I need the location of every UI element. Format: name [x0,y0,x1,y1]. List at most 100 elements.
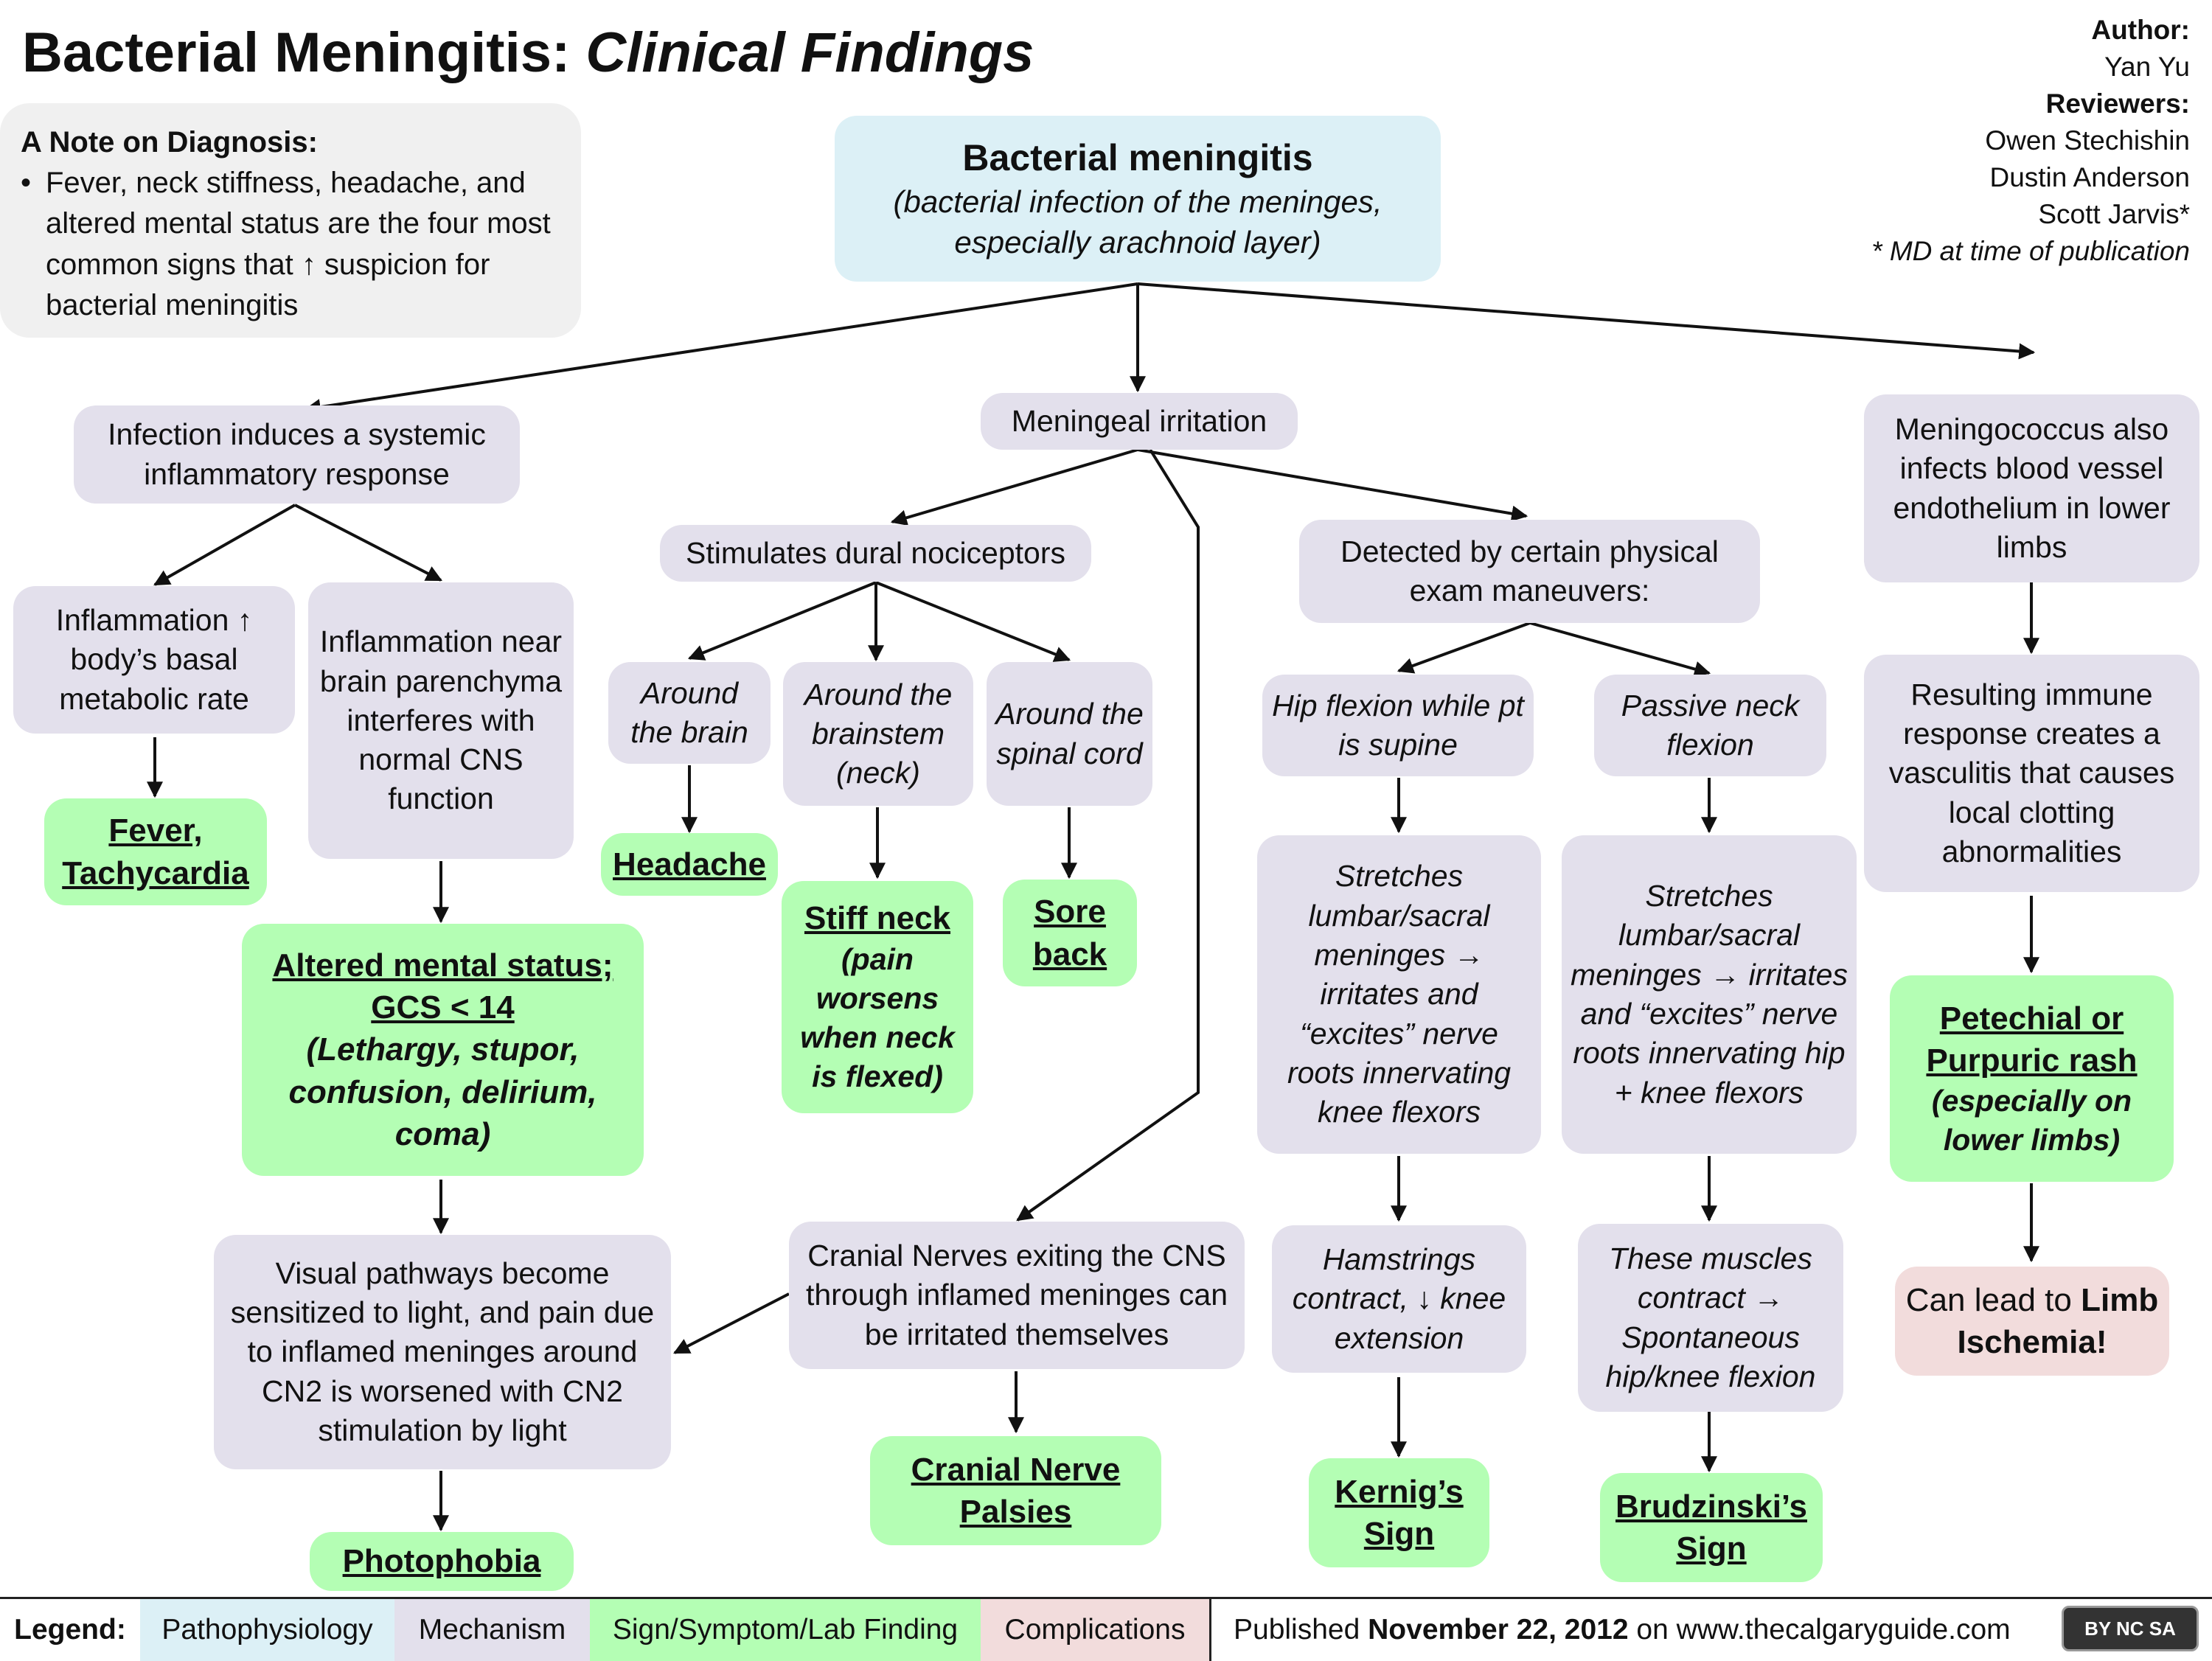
node-text: Cranial Nerve Palsies [911,1451,1121,1530]
root-title: Bacterial meningitis [962,137,1313,179]
stiff-title: Stiff neck [804,900,951,937]
node-text: Around the spinal cord [995,697,1144,770]
node-text: Fever, Tachycardia [62,812,249,891]
node-passive-neck-flexion: Passive neck flexion [1594,675,1826,776]
published-date: November 22, 2012 [1368,1614,1629,1646]
node-cranial-nerve-palsies: Cranial Nerve Palsies [870,1436,1161,1545]
node-text: Stretches lumbar/sacral meninges → irrit… [1287,859,1512,1129]
node-muscles-contract: These muscles contract → Spontaneous hip… [1578,1224,1843,1412]
arrow-root-meningococcus [1137,282,2036,360]
published-prefix: Published [1234,1614,1360,1646]
arrow-exam-passive [1529,621,1711,678]
node-text: Meningococcus also infects blood vessel … [1893,411,2171,564]
node-photophobia: Photophobia [310,1532,574,1591]
node-around-brainstem: Around the brainstem (neck) [783,662,973,806]
rash-title: Petechial or Purpuric rash [1926,1000,2138,1079]
node-altered-mental-status: Altered mental status; GCS < 14 (Letharg… [242,924,644,1176]
arrow-dural-brain [687,581,877,661]
node-meningeal-irritation: Meningeal irritation [981,393,1298,450]
node-meningococcus: Meningococcus also infects blood vessel … [1864,394,2199,582]
arrow-root-systemic [304,282,1138,415]
node-brudzinskis-sign: Brudzinski’s Sign [1600,1473,1823,1582]
node-stretches-hip-knee-flexors: Stretches lumbar/sacral meninges → irrit… [1562,835,1857,1154]
node-kernigs-sign: Kernig’s Sign [1309,1458,1489,1567]
node-dural-nociceptors: Stimulates dural nociceptors [660,525,1091,582]
node-text: Photophobia [342,1543,541,1580]
reviewer-name: Dustin Anderson [1989,161,2190,192]
legend-sign-symptom: Sign/Symptom/Lab Finding [590,1599,981,1661]
reviewers-label: Reviewers: [2045,88,2190,119]
title-main: Bacterial Meningitis: [22,21,571,84]
arrow-cranial-visual [673,1292,790,1354]
node-hamstrings-contract: Hamstrings contract, ↓ knee extension [1272,1225,1526,1373]
note-text: Fever, neck stiffness, headache, and alt… [46,167,551,321]
node-text: These muscles contract → Spontaneous hip… [1605,1241,1816,1393]
diagnosis-note: A Note on Diagnosis: • Fever, neck stiff… [0,103,581,338]
stiff-subtitle: (pain worsens when neck is flexed) [800,941,955,1094]
published-site: on www.thecalgaryguide.com [1636,1614,2011,1646]
node-text: Detected by certain physical exam maneuv… [1340,534,1719,607]
license-text: BY NC SA [2084,1617,2176,1640]
page-title: Bacterial Meningitis: Clinical Findings [22,21,1034,85]
note-bullet-item: • Fever, neck stiffness, headache, and a… [21,163,560,326]
node-text: Kernig’s Sign [1335,1473,1464,1552]
legend-bar: Legend: Pathophysiology Mechanism Sign/S… [0,1597,2212,1661]
node-text: Infection induces a systemic inflammator… [108,417,486,491]
author-name: Yan Yu [2104,51,2190,82]
legend-title: Legend: [14,1614,126,1646]
ischemia-text: Can lead to Limb Ischemia! [1902,1279,2162,1363]
rash-subtitle: (especially on lower limbs) [1931,1083,2132,1157]
node-text: Around the brainstem (neck) [804,677,953,790]
arrow-meningeal-exam [1137,448,1528,522]
node-bacterial-meningitis: Bacterial meningitis (bacterial infectio… [835,116,1441,282]
arrow-exam-hip [1397,621,1531,674]
node-limb-ischemia: Can lead to Limb Ischemia! [1895,1267,2169,1376]
reviewer-name: Owen Stechishin [1985,125,2190,156]
node-stiff-neck: Stiff neck (pain worsens when neck is fl… [782,881,973,1113]
node-text: Sore back [1032,894,1107,972]
node-petechial-rash: Petechial or Purpuric rash (especially o… [1890,975,2174,1182]
ischemia-emphasis: Limb Ischemia! [1957,1281,2159,1360]
published-info: Published November 22, 2012 on www.theca… [1209,1599,2011,1661]
node-cranial-nerves: Cranial Nerves exiting the CNS through i… [789,1222,1245,1369]
bullet-icon: • [21,167,32,200]
node-text: Stimulates dural nociceptors [685,535,1066,570]
node-text: Around the brain [630,675,748,749]
node-text: Hamstrings contract, ↓ knee extension [1292,1242,1506,1355]
legend-mechanism: Mechanism [394,1599,590,1661]
node-basal-metabolic-rate: Inflammation ↑ body’s basal metabolic ra… [13,586,295,734]
node-stretches-knee-flexors: Stretches lumbar/sacral meninges → irrit… [1257,835,1541,1154]
node-text: Resulting immune response creates a vasc… [1888,677,2175,868]
node-text: Headache [613,846,766,882]
node-text: Passive neck flexion [1621,688,1800,762]
author-credits: Author: Yan Yu Reviewers: Owen Stechishi… [1871,12,2190,270]
node-text: Inflammation ↑ body’s basal metabolic ra… [55,603,253,716]
arrow-meningeal-cranial [1016,448,1200,1222]
ams-title: Altered mental status; GCS < 14 [272,947,613,1026]
node-visual-pathways: Visual pathways become sensitized to lig… [214,1235,671,1469]
node-brain-parenchyma: Inflammation near brain parenchyma inter… [308,582,574,859]
ams-subtitle: (Lethargy, stupor, confusion, delirium, … [288,1031,597,1152]
node-physical-exam: Detected by certain physical exam maneuv… [1299,520,1760,623]
ischemia-prefix: Can lead to [1905,1281,2072,1318]
node-around-spinal-cord: Around the spinal cord [987,662,1152,806]
author-label: Author: [2091,15,2190,45]
node-headache: Headache [601,833,778,896]
node-immune-vasculitis: Resulting immune response creates a vasc… [1864,655,2199,892]
creative-commons-icon: BY NC SA [2062,1606,2199,1651]
node-text: Inflammation near brain parenchyma inter… [319,624,563,816]
node-systemic-response: Infection induces a systemic inflammator… [74,405,520,504]
title-sub: Clinical Findings [585,21,1034,84]
legend-complications: Complications [981,1599,1209,1661]
node-text: Cranial Nerves exiting the CNS through i… [805,1239,1228,1351]
root-subtitle: (bacterial infection of the meninges, es… [893,184,1382,260]
node-text: Meningeal irritation [1011,403,1267,438]
legend-pathophysiology: Pathophysiology [140,1599,394,1661]
arrow-systemic-bmr [153,504,296,586]
arrow-systemic-parenchyma [294,504,442,582]
reviewer-name: Scott Jarvis* [2038,198,2190,229]
arrow-dural-spinal [875,581,1071,662]
node-hip-flexion: Hip flexion while pt is supine [1262,675,1534,776]
